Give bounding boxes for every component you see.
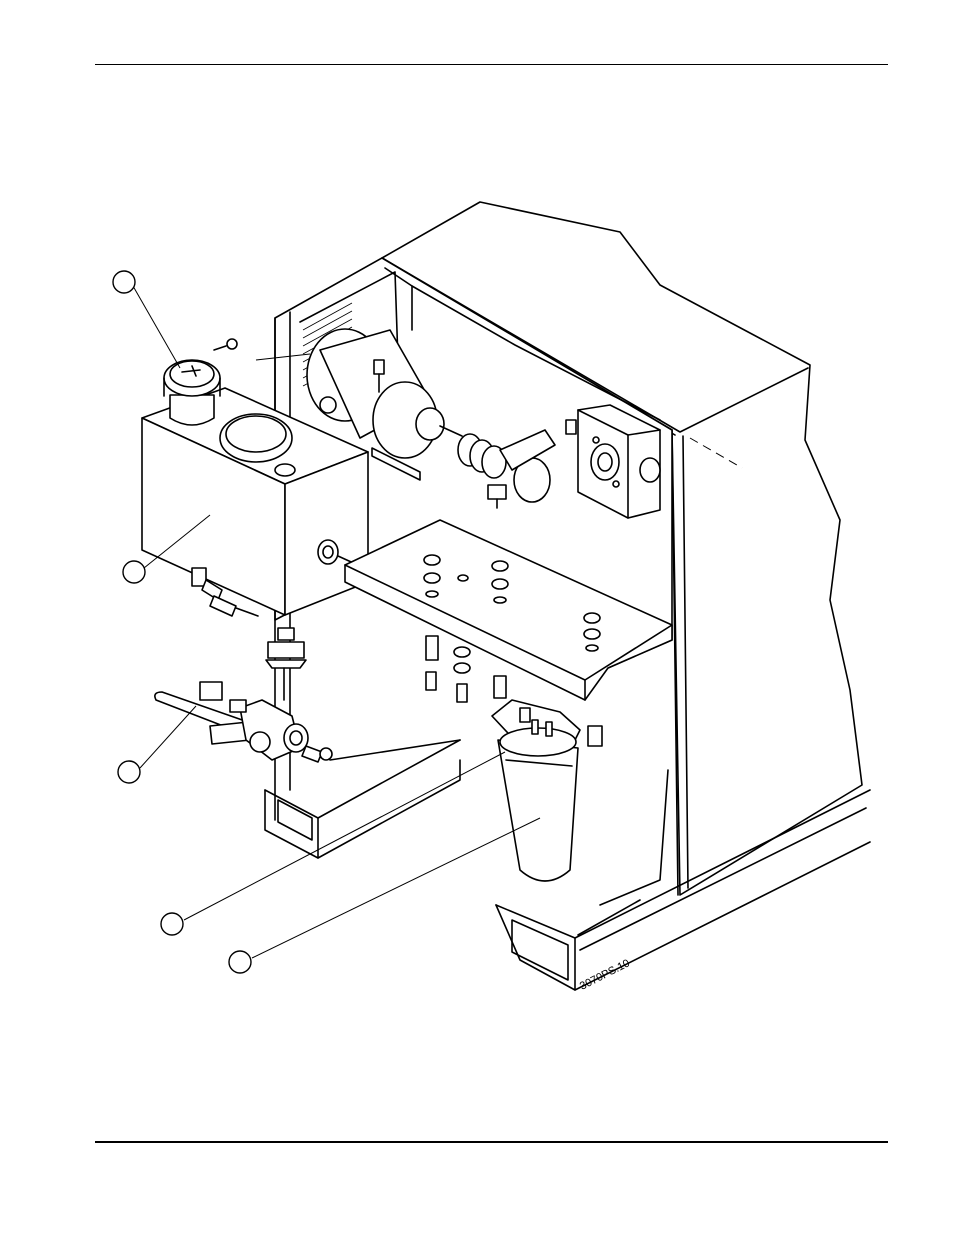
mounting-bracket [344, 519, 673, 703]
leader-lines [132, 285, 541, 959]
pump-assembly [457, 429, 556, 509]
motor [255, 328, 463, 481]
ball-valve [154, 681, 333, 763]
drain-fitting [191, 567, 259, 617]
header-rule [95, 64, 888, 65]
hardware-set [423, 554, 601, 652]
callout-1 [112, 270, 136, 294]
coolant-filter [491, 699, 603, 882]
base-frame [264, 739, 871, 991]
callout-2 [122, 560, 146, 584]
callout-5 [228, 950, 252, 974]
flow-switch-block [565, 404, 661, 519]
pressure-gauge [163, 338, 238, 426]
footer-rule [95, 1141, 888, 1143]
fitting-studs [425, 635, 507, 703]
callout-4 [160, 912, 184, 936]
tank-outlet-fitting [265, 627, 307, 701]
callout-3 [117, 760, 141, 784]
drawing-number: 3070PS.10 [578, 957, 632, 992]
coolant-reservoir [141, 387, 369, 616]
